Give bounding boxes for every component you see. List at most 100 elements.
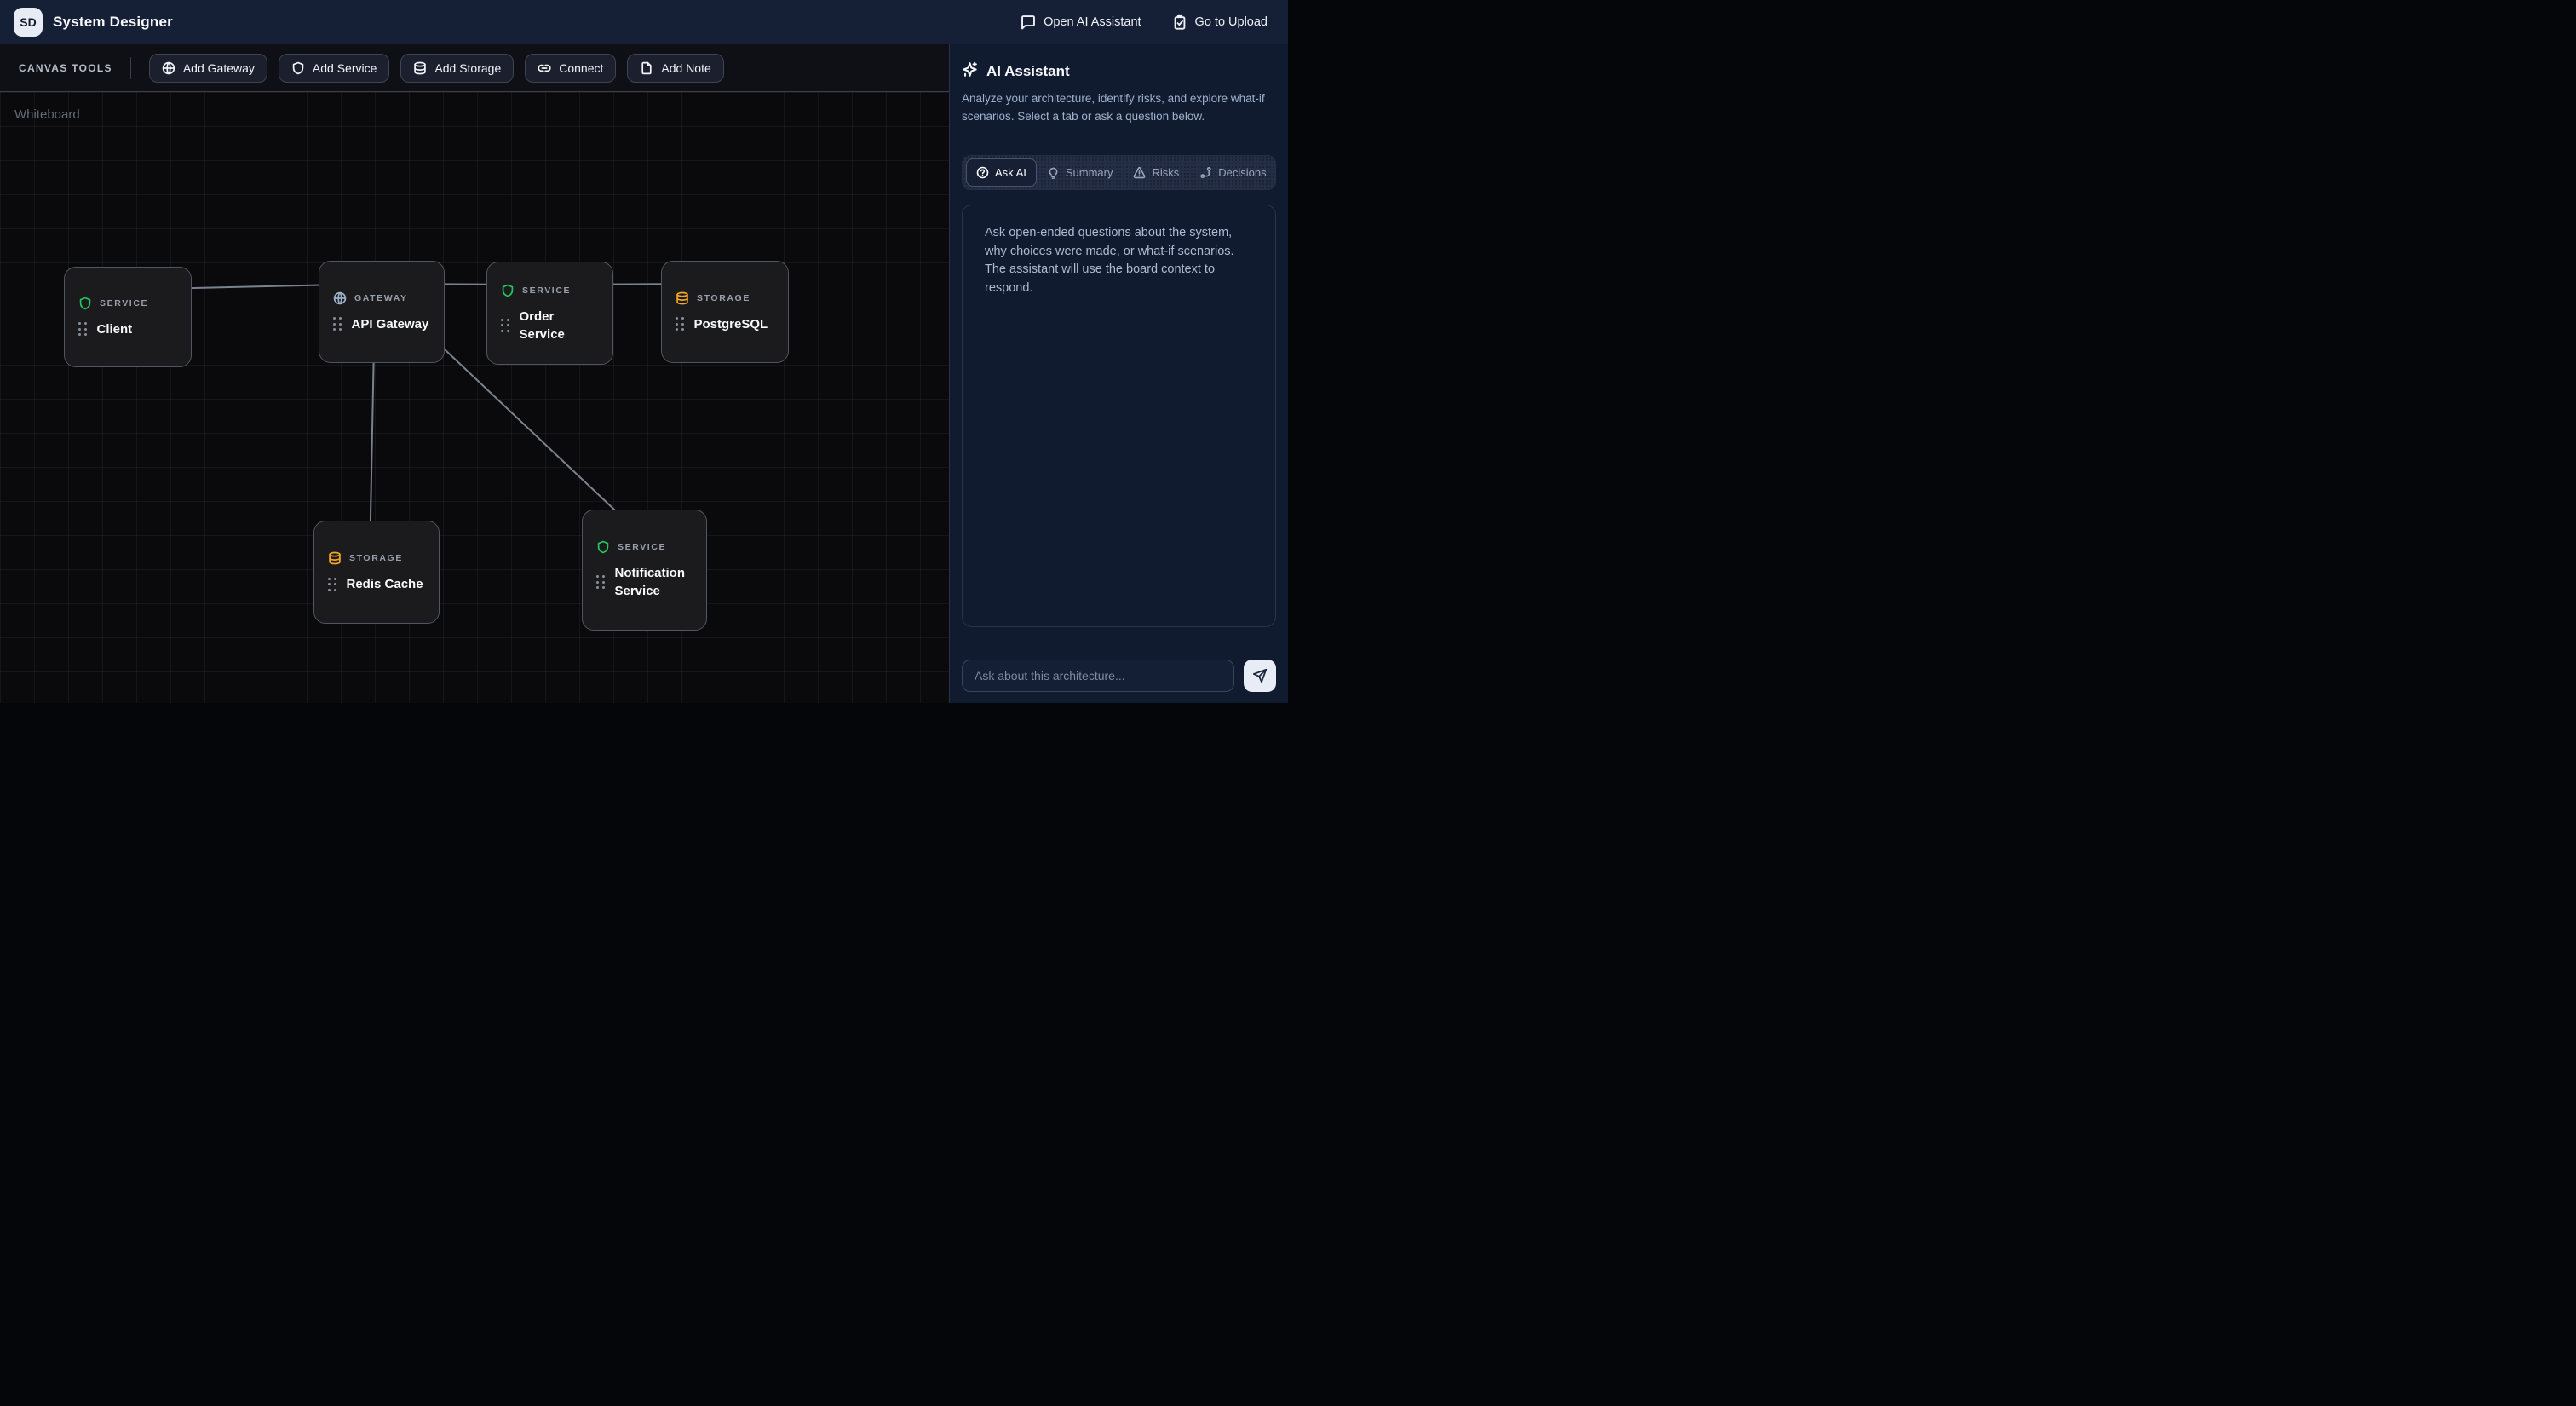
node-type-row: SERVICE (501, 284, 599, 297)
tab-risks[interactable]: Risks (1123, 158, 1189, 187)
globe-icon (162, 61, 175, 75)
help-circle-icon (976, 166, 989, 179)
toolbar-buttons: Add Gateway Add Service Add Storage Connect… (148, 53, 724, 83)
node-title: Order Service (519, 308, 565, 342)
drag-handle-icon[interactable] (596, 575, 605, 589)
assistant-hint-card: Ask open-ended questions about the syste… (962, 204, 1276, 627)
assistant-title: AI Assistant (986, 63, 1070, 79)
tool-add-gateway-button[interactable]: Add Gateway (148, 53, 267, 83)
tool-add-storage-button[interactable]: Add Storage (400, 53, 515, 83)
node-type-label: SERVICE (618, 542, 667, 552)
assistant-header: AI Assistant Analyze your architecture, … (950, 44, 1288, 141)
node-title-row: PostgreSQL (676, 315, 774, 333)
node-type-label: SERVICE (100, 297, 149, 308)
database-icon (413, 61, 427, 75)
assistant-description: Analyze your architecture, identify risk… (962, 92, 1265, 123)
toolbar-divider (129, 56, 131, 79)
topbar: SD System Designer Open AI Assistant Go t… (0, 0, 1288, 44)
main-area: CANVAS TOOLS Add Gateway Add Service Add S… (0, 44, 1288, 703)
brand: SD System Designer (14, 8, 173, 37)
database-icon (676, 291, 689, 305)
assistant-title-row: AI Assistant (962, 61, 1276, 82)
tab-label: Summary (1065, 165, 1113, 179)
node-type-row: SERVICE (78, 297, 177, 310)
assistant-body: Ask AI Summary Risks Decisions Ask open-end… (950, 141, 1288, 648)
tab-summary[interactable]: Summary (1037, 158, 1124, 187)
canvas-column: CANVAS TOOLS Add Gateway Add Service Add S… (0, 44, 949, 703)
node-type-label: SERVICE (522, 285, 572, 296)
node-type-row: STORAGE (328, 551, 425, 565)
drag-handle-icon[interactable] (676, 317, 684, 331)
tab-label: Ask AI (995, 165, 1026, 179)
tool-button-label: Add Gateway (182, 61, 255, 75)
drag-handle-icon[interactable] (328, 577, 336, 591)
alert-triangle-icon (1133, 166, 1146, 179)
app-title: System Designer (53, 14, 173, 30)
node-type-label: STORAGE (349, 553, 403, 563)
drag-handle-icon[interactable] (501, 318, 509, 332)
node-title: Redis Cache (346, 577, 423, 591)
database-icon (328, 551, 342, 565)
tab-label: Decisions (1218, 165, 1267, 179)
node-order[interactable]: SERVICE Order Service (486, 262, 613, 365)
node-type-row: SERVICE (596, 540, 693, 554)
canvas-toolbar: CANVAS TOOLS Add Gateway Add Service Add S… (0, 44, 949, 92)
node-title-row: Order Service (501, 308, 599, 343)
topbar-action-open-ai-assistant[interactable]: Open AI Assistant (1021, 14, 1141, 30)
lightbulb-icon (1047, 166, 1060, 179)
tab-decisions[interactable]: Decisions (1189, 158, 1276, 187)
send-button[interactable] (1244, 660, 1276, 692)
node-title: Client (96, 321, 133, 337)
node-redis[interactable]: STORAGE Redis Cache (313, 521, 440, 624)
assistant-tabs: Ask AI Summary Risks Decisions (962, 154, 1276, 190)
tab-label: Risks (1152, 165, 1180, 179)
node-title-row: Notification Service (596, 564, 693, 600)
tool-button-label: Add Storage (434, 61, 502, 75)
assistant-input-row (950, 648, 1288, 703)
sparkles-icon (962, 61, 978, 82)
sparkles-icon (962, 61, 978, 78)
topbar-action-label: Go to Upload (1194, 15, 1268, 29)
tab-ask-ai[interactable]: Ask AI (966, 158, 1037, 187)
assistant-hint-text: Ask open-ended questions about the syste… (985, 225, 1234, 296)
node-notification[interactable]: SERVICE Notification Service (582, 510, 707, 631)
branch-icon (1199, 166, 1212, 179)
node-title-row: Redis Cache (328, 575, 425, 593)
shield-icon (291, 61, 305, 75)
node-title: API Gateway (351, 316, 429, 331)
tool-add-service-button[interactable]: Add Service (278, 53, 390, 83)
tool-button-label: Add Note (661, 61, 711, 75)
ask-input[interactable] (962, 660, 1234, 692)
message-icon (1021, 14, 1036, 30)
tool-connect-button[interactable]: Connect (525, 53, 617, 83)
shield-icon (501, 284, 515, 297)
shield-icon (596, 540, 610, 554)
app-logo: SD (14, 8, 43, 37)
drag-handle-icon[interactable] (78, 322, 87, 336)
node-type-row: GATEWAY (333, 291, 430, 305)
drag-handle-icon[interactable] (333, 317, 342, 331)
node-client[interactable]: SERVICE Client (64, 267, 192, 367)
tool-add-note-button[interactable]: Add Note (627, 53, 724, 83)
ai-assistant-panel: AI Assistant Analyze your architecture, … (949, 44, 1288, 703)
send-icon (1252, 668, 1268, 683)
topbar-action-label: Open AI Assistant (1044, 15, 1141, 29)
app-root: SD System Designer Open AI Assistant Go t… (0, 0, 1288, 703)
shield-icon (78, 297, 92, 310)
canvas-tools-label: CANVAS TOOLS (19, 61, 112, 74)
whiteboard-watermark: Whiteboard (14, 107, 80, 122)
node-type-label: GATEWAY (354, 292, 408, 303)
globe-icon (333, 291, 347, 305)
link-icon (538, 61, 551, 75)
whiteboard-canvas[interactable]: Whiteboard SERVICE Client GATEWAY API Gatew… (0, 92, 949, 703)
clipboard-check-icon (1172, 14, 1187, 30)
node-title: PostgreSQL (693, 316, 768, 331)
tool-button-label: Add Service (312, 61, 377, 75)
tool-button-label: Connect (559, 61, 604, 75)
node-gateway[interactable]: GATEWAY API Gateway (319, 261, 445, 363)
note-icon (640, 61, 653, 75)
node-title-row: API Gateway (333, 315, 430, 333)
edges-layer (120, 283, 718, 545)
topbar-action-go-to-upload[interactable]: Go to Upload (1172, 14, 1268, 30)
